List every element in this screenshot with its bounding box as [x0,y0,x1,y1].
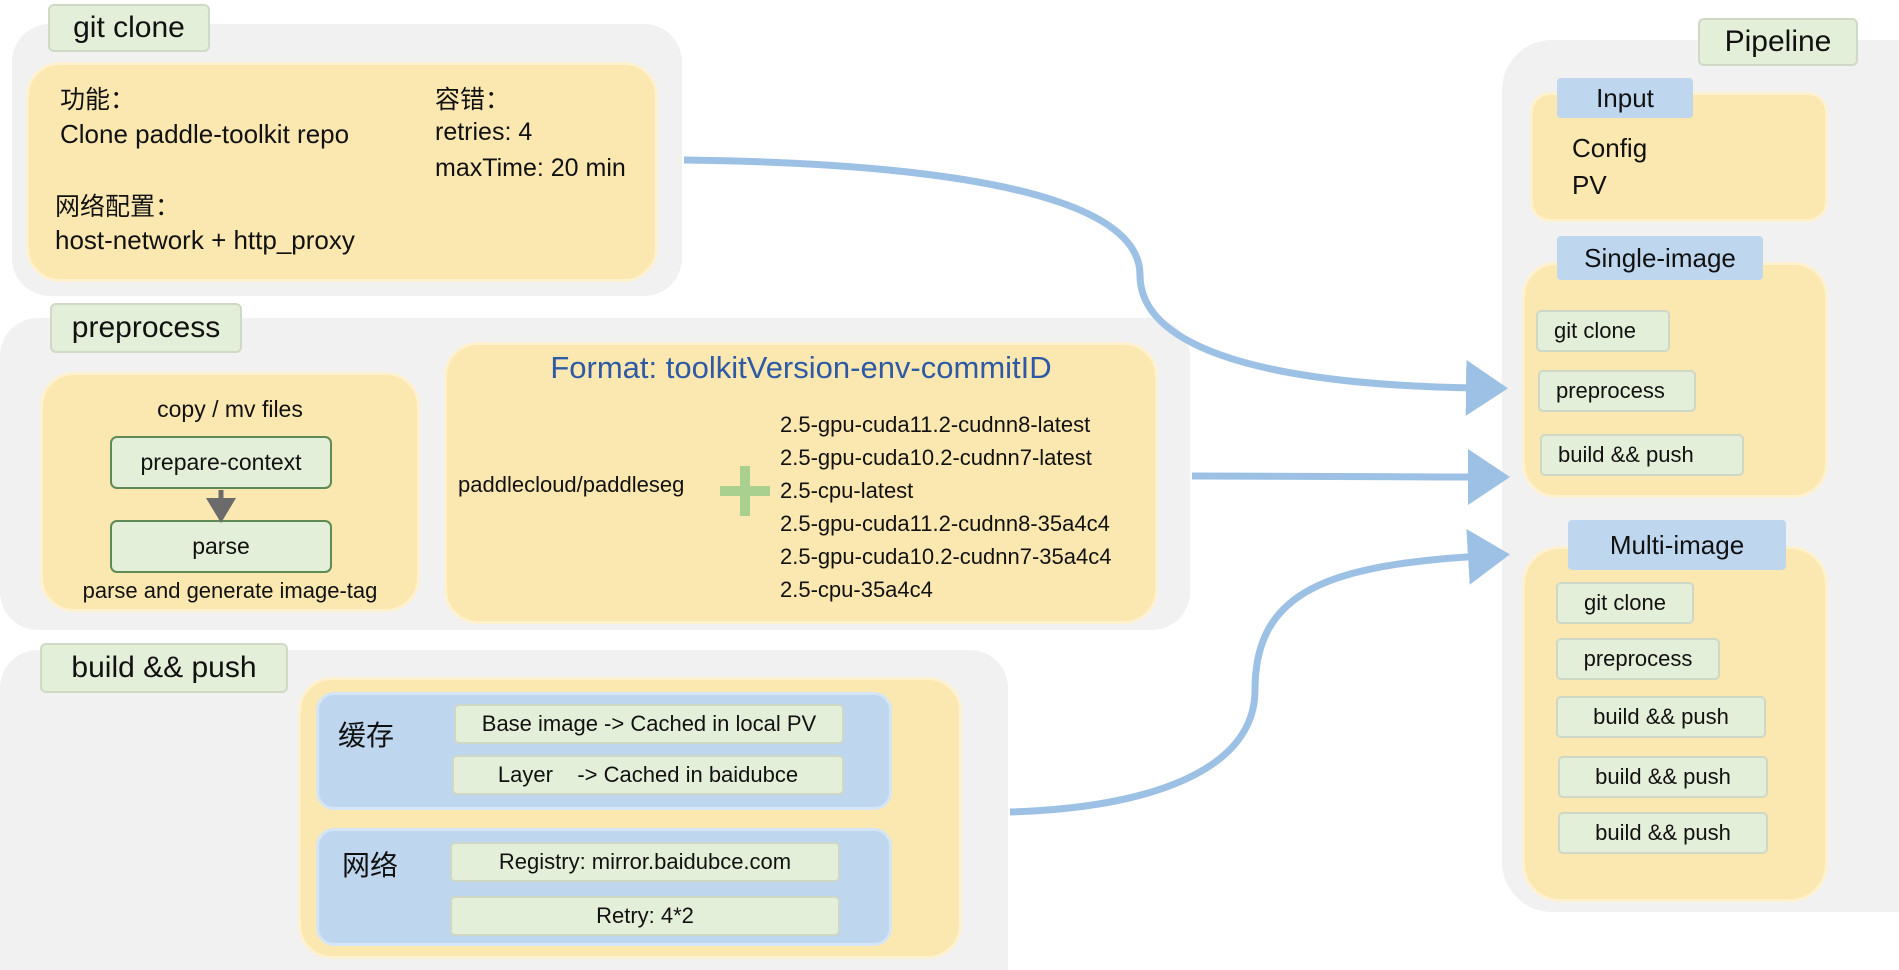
image-tag: 2.5-cpu-35a4c4 [780,577,933,602]
network-value: host-network + http_proxy [55,225,355,255]
image-tag: 2.5-gpu-cuda11.2-cudnn8-35a4c4 [780,511,1110,536]
pipeline-title: Pipeline [1698,18,1858,66]
single-image-step: git clone [1536,310,1670,352]
cache-layer: Layer -> Cached in baidubce [452,755,844,795]
build-push-to-multi-image-arrow [1009,528,1510,816]
format-card [444,342,1158,624]
preprocess-to-single-image-arrow [1191,448,1510,505]
prepare-context-step: prepare-context [110,436,332,489]
multi-image-step: build && push [1556,696,1766,738]
build-push-title: build && push [40,643,288,693]
multi-image-step: preprocess [1556,638,1720,680]
cache-label: 缓存 [338,720,395,751]
registry-mirror: Registry: mirror.baidubce.com [450,842,840,882]
network-label: 网络配置： [55,193,181,221]
input-config: Config [1572,133,1648,163]
parse-description: parse and generate image-tag [82,578,378,603]
input-title: Input [1557,78,1693,118]
max-time-value: maxTime: 20 min [435,154,626,182]
format-title: Format: toolkitVersion-env-commitID [550,350,1052,385]
image-tag-list: 2.5-gpu-cuda11.2-cudnn8-latest 2.5-gpu-c… [780,408,1160,606]
multi-image-step: git clone [1556,582,1694,624]
git-clone-to-single-image-arrow [683,156,1508,416]
single-image-step: build && push [1540,434,1744,476]
single-image-step: preprocess [1538,370,1696,412]
preprocess-title: preprocess [50,303,242,353]
multi-image-step: build && push [1558,812,1768,854]
image-tag: 2.5-gpu-cuda10.2-cudnn7-35a4c4 [780,544,1112,569]
cache-base-image: Base image -> Cached in local PV [454,704,844,744]
git-clone-card [26,62,658,282]
multi-image-title: Multi-image [1568,520,1786,570]
retries-value: retries: 4 [435,118,533,146]
image-tag: 2.5-cpu-latest [780,478,914,503]
single-image-title: Single-image [1557,236,1763,280]
image-tag: 2.5-gpu-cuda11.2-cudnn8-latest [780,412,1091,437]
network-box-label: 网络 [342,850,399,881]
git-clone-title: git clone [48,4,210,52]
multi-image-step: build && push [1558,756,1768,798]
repo-name: paddlecloud/paddleseg [458,472,685,497]
retry-count: Retry: 4*2 [450,896,840,936]
fault-label: 容错： [435,86,511,114]
input-pv: PV [1572,170,1607,200]
func-value: Clone paddle-toolkit repo [60,119,350,149]
image-tag: 2.5-gpu-cuda10.2-cudnn7-latest [780,445,1092,470]
func-label: 功能： [60,86,136,114]
plus-icon [720,466,770,516]
copy-files-label: copy / mv files [157,396,303,422]
